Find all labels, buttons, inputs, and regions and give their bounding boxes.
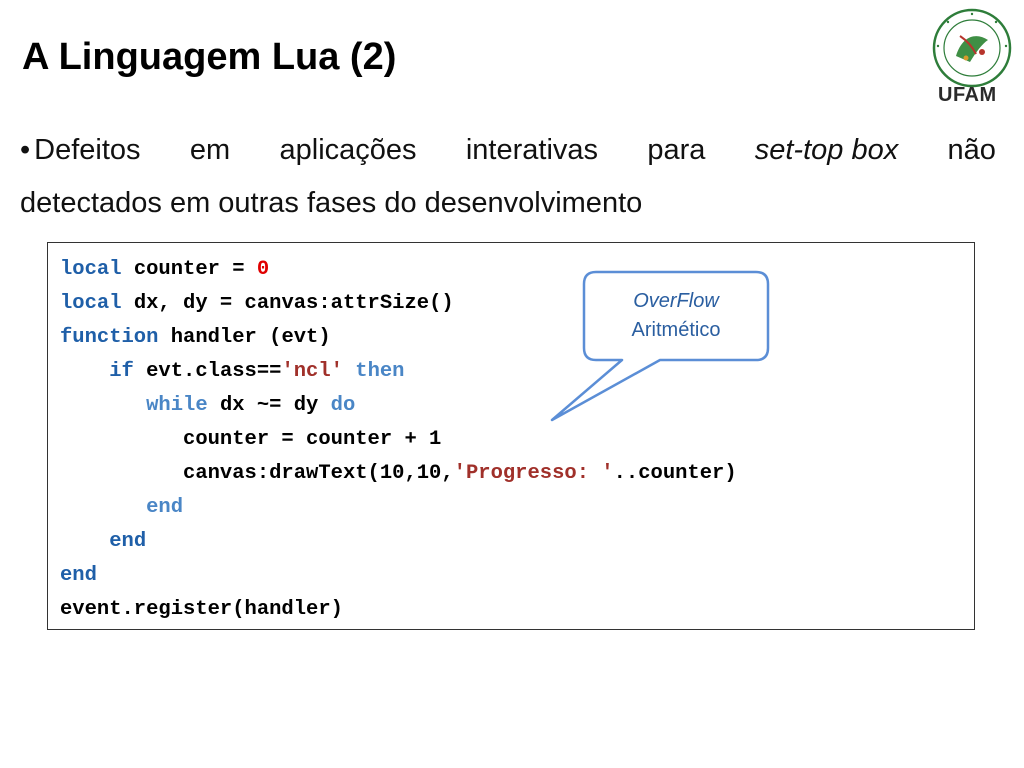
code-line: canvas:drawText(10,10,'Progresso: '..cou… (60, 457, 737, 491)
bullet-line-2: detectados em outras fases do desenvolvi… (20, 187, 643, 219)
bullet-word: para (647, 134, 706, 166)
code-token: event.register(handler) (60, 598, 343, 621)
code-line: event.register(handler) (60, 593, 737, 627)
slide-title: A Linguagem Lua (2) (22, 36, 397, 78)
code-token: dx, dy = canvas:attrSize() (121, 292, 454, 315)
code-line: end (60, 525, 737, 559)
callout-line-1: OverFlow (633, 290, 719, 312)
code-token: local (60, 292, 122, 315)
code-token: end (146, 496, 184, 519)
code-token: if (109, 360, 134, 383)
code-token: 'Progresso: ' (453, 462, 614, 485)
code-token: counter = (121, 258, 257, 281)
ufam-logo-label: UFAM (938, 84, 997, 106)
code-token: while (146, 394, 208, 417)
callout-line-2: Aritmético (631, 319, 721, 341)
code-line: local dx, dy = canvas:attrSize() (60, 287, 737, 321)
code-token: then (355, 360, 405, 383)
code-token (60, 530, 109, 553)
code-token (60, 360, 109, 383)
code-line: counter = counter + 1 (60, 423, 737, 457)
code-token: end (60, 564, 97, 587)
code-line: end (60, 559, 737, 593)
code-line: if evt.class=='ncl' then (60, 355, 737, 389)
code-token: 'ncl' (281, 360, 343, 383)
bullet-line-1: •Defeitos em aplicações interativas para… (20, 124, 996, 177)
code-token (60, 496, 146, 519)
code-token: do (330, 394, 356, 417)
code-line: end (60, 491, 737, 525)
code-line: function handler (evt) (60, 321, 737, 355)
code-token: handler (evt) (158, 326, 331, 349)
bullet-marker: • (20, 134, 31, 166)
code-token (60, 394, 146, 417)
code-token: function (60, 326, 159, 349)
code-token: ..counter) (613, 462, 737, 485)
code-token: local (60, 258, 122, 281)
code-line: local counter = 0 (60, 253, 737, 287)
code-token: 0 (256, 258, 270, 281)
bullet-word: Defeitos (34, 134, 141, 166)
bullet-italic-phrase: set-top box (754, 134, 899, 166)
code-token: counter = counter + 1 (60, 428, 442, 451)
code-line: while dx ~= dy do (60, 389, 737, 423)
bullet-word: não (947, 134, 996, 166)
code-token: end (109, 530, 147, 553)
bullet-word: em (189, 134, 231, 166)
bullet-word: interativas (465, 134, 599, 166)
bullet-word: aplicações (279, 134, 417, 166)
callout-text: OverFlow Aritmético (586, 287, 766, 345)
code-token: evt.class== (133, 360, 282, 383)
bullet-point: •Defeitos em aplicações interativas para… (20, 124, 996, 230)
code-token (343, 360, 355, 383)
code-token: dx ~= dy (207, 394, 331, 417)
ufam-logo (932, 8, 1012, 88)
code-token: canvas:drawText(10,10, (60, 462, 454, 485)
